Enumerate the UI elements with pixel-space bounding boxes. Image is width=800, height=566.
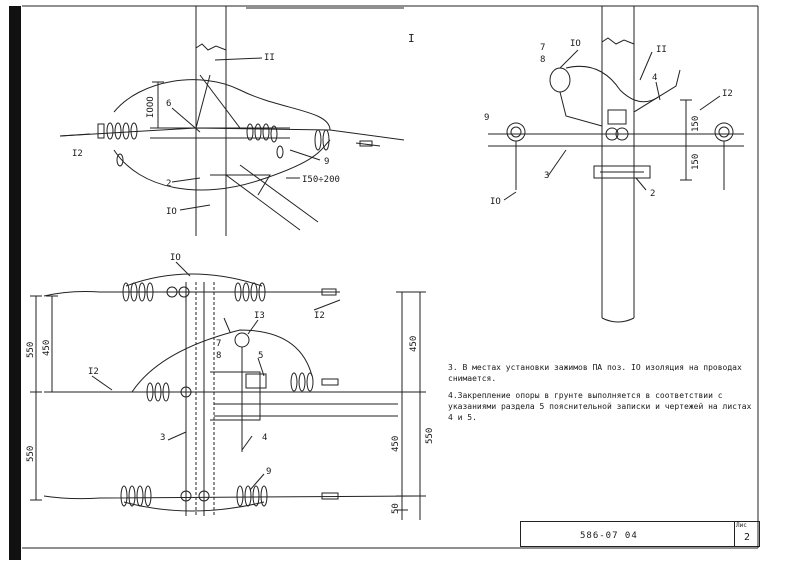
title-block xyxy=(520,521,735,547)
note-3: 3. В местах установки зажимов ПА поз. IO… xyxy=(448,363,742,383)
callout-2-tr: 2 xyxy=(650,189,655,199)
sheet-number: 2 xyxy=(744,532,751,543)
callout-I2-tr: I2 xyxy=(722,89,733,99)
callout-3-b: 3 xyxy=(160,433,165,443)
view-top-left xyxy=(59,6,405,236)
callout-II-tl: II xyxy=(264,53,275,63)
callout-IO-tl: IO xyxy=(166,207,177,217)
callout-I2-b-left: I2 xyxy=(88,367,99,377)
callout-9-b: 9 xyxy=(266,467,271,477)
dim-1000-tl: IOOO xyxy=(146,96,156,118)
dim-450-b-right-mid: 450 xyxy=(391,436,401,452)
binding-strip xyxy=(9,6,21,560)
callout-6-tl: 6 xyxy=(166,99,171,109)
labels-view-top-left: I II 6 I2 2 IO 9 IOOO I50÷200 xyxy=(72,32,415,217)
dim-150-200-tl: I50÷200 xyxy=(302,175,340,185)
callout-IO-tr: IO xyxy=(570,39,581,49)
dim-450-b-right-top: 450 xyxy=(409,336,419,352)
view-label: I xyxy=(408,32,415,45)
callout-8-b: 8 xyxy=(216,351,221,361)
callout-I3-b: I3 xyxy=(254,311,265,321)
callout-IO-b: IO xyxy=(170,253,181,263)
callout-4-tr: 4 xyxy=(652,73,657,83)
callout-4-b: 4 xyxy=(262,433,267,443)
dim-150-tr-bottom: 150 xyxy=(691,154,701,170)
dim-450-b-left: 450 xyxy=(42,340,52,356)
dim-550-b-left-bottom: 550 xyxy=(26,446,36,462)
drawing-code: 586-07 04 xyxy=(580,531,638,541)
callout-9-tr: 9 xyxy=(484,113,489,123)
dim-550-b-left-top: 550 xyxy=(26,342,36,358)
view-bottom-plan xyxy=(30,261,426,520)
callout-9-tl: 9 xyxy=(324,157,329,167)
sheet-label: Лис xyxy=(736,522,747,529)
callout-5-b: 5 xyxy=(258,351,263,361)
callout-II-tr: II xyxy=(656,45,667,55)
dim-50-b-right: 50 xyxy=(391,503,401,514)
labels-view-bottom: IO I2 I3 7 8 5 I2 3 4 9 550 450 550 450 … xyxy=(26,253,435,514)
callout-I2-b-right: I2 xyxy=(314,311,325,321)
sheet-box xyxy=(734,521,760,547)
callout-7-b: 7 xyxy=(216,339,221,349)
callout-IO-tr-bottom: IO xyxy=(490,197,501,207)
dim-550-b-right: 550 xyxy=(425,428,435,444)
callout-7-tr: 7 xyxy=(540,43,545,53)
callout-2-tl: 2 xyxy=(166,179,171,189)
dim-150-tr-top: 150 xyxy=(691,116,701,132)
view-top-right xyxy=(488,6,744,323)
callout-I2-tl: I2 xyxy=(72,149,83,159)
callout-8-tr: 8 xyxy=(540,55,545,65)
labels-view-top-right: 7 8 IO II 4 I2 9 3 2 IO 150 150 xyxy=(484,39,733,207)
note-4: 4.Закрепление опоры в грунте выполняется… xyxy=(448,391,752,422)
callout-3-tr: 3 xyxy=(544,171,549,181)
